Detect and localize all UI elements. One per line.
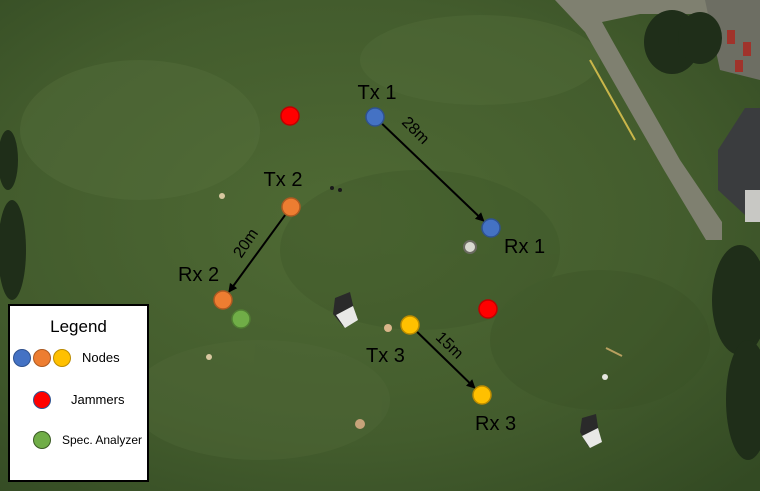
node-tx1-marker xyxy=(365,107,385,127)
legend-row-analyzer: Spec. Analyzer xyxy=(10,428,147,452)
legend-node-orange-dot xyxy=(33,349,51,367)
link-arrow-tx3-rx3 xyxy=(416,331,476,389)
legend-row-jammers: Jammers xyxy=(10,388,147,412)
red-cars xyxy=(727,30,751,72)
legend-node-blue-dot xyxy=(13,349,31,367)
legend-row-nodes: Nodes xyxy=(10,346,147,370)
link-arrow-tx2-rx2 xyxy=(228,214,286,293)
legend-analyzer-label: Spec. Analyzer xyxy=(62,433,143,447)
node-rx2-marker xyxy=(213,290,233,310)
jammers-layer xyxy=(280,106,498,319)
legend-node-yellow-dot xyxy=(53,349,71,367)
grass-patches xyxy=(20,15,710,460)
ground-objects xyxy=(206,186,623,448)
node-rx2-label: Rx 2 xyxy=(178,264,219,286)
node-rx3-marker xyxy=(472,385,492,405)
node-rx3-label: Rx 3 xyxy=(475,413,516,435)
legend-box: Legend Nodes Jammers Spec. Analyzer xyxy=(8,304,149,482)
legend-jammers-label: Jammers xyxy=(71,392,125,407)
trees xyxy=(0,10,760,460)
node-tx1-label: Tx 1 xyxy=(358,82,397,104)
analyzer-layer xyxy=(231,309,251,329)
spectrum-analyzer-marker xyxy=(231,309,251,329)
building-wall xyxy=(745,190,760,222)
legend-jammer-dot xyxy=(33,391,51,409)
node-tx2-label: Tx 2 xyxy=(264,169,303,191)
legend-nodes-label: Nodes xyxy=(82,350,120,365)
link-arrow-tx1-rx1 xyxy=(381,123,485,222)
node-tx3-marker xyxy=(400,315,420,335)
jammer-2-marker xyxy=(478,299,498,319)
node-rx1-label: Rx 1 xyxy=(504,236,545,258)
jammer-1-marker xyxy=(280,106,300,126)
legend-analyzer-dot xyxy=(33,431,51,449)
node-tx2-marker xyxy=(281,197,301,217)
nodes-layer: Tx 1 Rx 1 Tx 2 Rx 2 Tx 3 Rx 3 xyxy=(178,82,545,435)
yellow-curb-line xyxy=(589,59,636,141)
node-rx1-marker xyxy=(481,218,501,238)
building-roof xyxy=(718,108,760,215)
road xyxy=(555,0,760,240)
legend-title: Legend xyxy=(50,317,107,336)
node-tx3-label: Tx 3 xyxy=(366,345,405,367)
